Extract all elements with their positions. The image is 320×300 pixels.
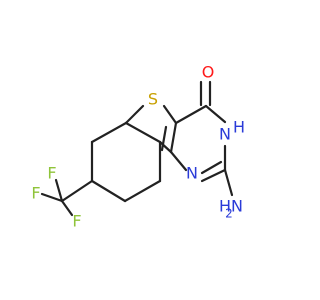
bond <box>158 140 173 154</box>
molecule-diagram: S O N H N H N 2 F F F <box>31 62 246 231</box>
ring-nitrogen-label: N <box>186 164 198 183</box>
amine-subscript: 2 <box>225 207 233 221</box>
bond <box>123 179 162 203</box>
fluorine-bottom-label: F <box>72 212 81 231</box>
fluorine-top-label: F <box>47 164 56 183</box>
bond <box>54 178 64 203</box>
bond <box>90 179 127 203</box>
amine-nitrogen-label: N <box>231 197 243 216</box>
bond-group <box>40 80 234 217</box>
bond <box>40 192 64 203</box>
bond <box>169 150 188 172</box>
fluorine-left-label: F <box>31 184 40 203</box>
bond <box>90 121 128 144</box>
bond <box>223 168 234 197</box>
bond <box>124 121 162 144</box>
bond <box>200 160 223 175</box>
bond <box>60 179 94 203</box>
bond <box>160 125 168 152</box>
bond <box>204 104 227 124</box>
nh-nitrogen-label: N <box>219 125 231 144</box>
bond <box>162 104 178 125</box>
oxygen-atom-label: O <box>202 63 215 82</box>
amine-hydrogen-label: H <box>219 197 231 216</box>
bond <box>124 104 145 125</box>
nh-hydrogen-label: H <box>233 118 245 137</box>
bond <box>200 168 227 183</box>
bond <box>60 199 74 217</box>
bond <box>174 104 208 125</box>
molecule-structure: S O N H N H N 2 F F F <box>31 63 245 231</box>
bond <box>169 121 178 154</box>
sulfur-atom-label: S <box>148 90 158 109</box>
